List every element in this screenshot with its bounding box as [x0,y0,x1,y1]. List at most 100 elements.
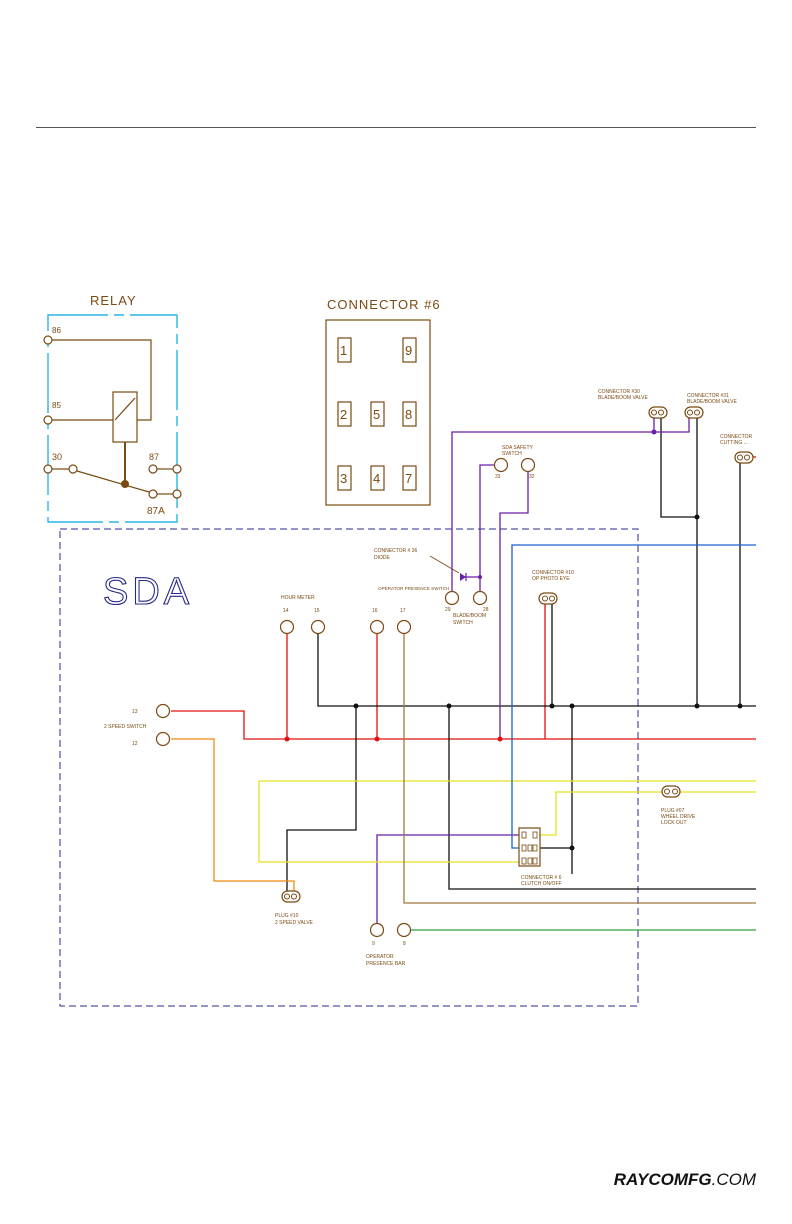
terminal-33 [493,457,509,473]
junction-dot [497,736,503,742]
relay-title: RELAY [90,293,137,308]
blade-boom-switch-label-1: BLADE/BOOM [453,613,486,619]
pin-box-1 [337,337,352,363]
terminal-30-circle [43,464,53,474]
pin-box-4 [370,465,385,491]
pin-box-7 [402,465,417,491]
terminal-28 [472,590,488,606]
photo-eye-label-1: CONNECTOR #10 [532,570,574,576]
pin-label-3: 3 [340,471,347,486]
two-speed-switch-label: 2 SPEED SWITCH [104,724,147,730]
plug-07-label-1: PLUG #07 [661,808,685,814]
junction-dot [737,703,743,709]
terminal-30-label: 30 [52,452,62,462]
junction-dot [694,703,700,709]
terminal-12 [155,731,171,747]
terminal-85-label: 85 [52,401,61,410]
terminal-33-label: 33 [495,474,501,480]
junction-dot [284,736,290,742]
clutch-pin [532,831,538,839]
wire-purple-top [451,413,690,600]
terminal-29-label: 29 [445,607,451,613]
terminal-17-label: 17 [400,608,406,614]
pin-label-5: 5 [373,407,380,422]
connector-31-label-1: CONNECTOR #31 [687,393,729,399]
wire-black-clutch [538,706,573,874]
pin-label-9: 9 [405,343,412,358]
clutch-connector-label-1: CONNECTOR # 6 [521,875,562,881]
wire-purple-safety [463,464,495,600]
coil-wire-86 [52,339,152,421]
diode-symbol [460,573,466,581]
terminal-15-label: 15 [314,608,320,614]
terminal-87-circle [172,464,182,474]
connector-pin [542,595,548,602]
clutch-pin [532,844,538,852]
terminal-14 [279,619,295,635]
hour-meter-label: HOUR METER [281,595,315,601]
terminal-17 [396,619,412,635]
connector-30-label-2: BLADE/BOOM VALVE [598,395,648,401]
connector6-title: CONNECTOR #6 [327,297,441,312]
wire-orange [171,738,295,893]
plug-connectors [281,406,754,903]
terminal-28-label: 28 [483,607,489,613]
operator-bar-label-2: PRESENCE BAR [366,961,406,967]
wire-brown [403,633,756,904]
wire-black-main [317,633,756,707]
connector-pin [658,409,664,416]
connector-pin [672,788,678,795]
terminal-8 [396,922,412,938]
header-rule [36,127,756,128]
junction-dot [569,845,575,851]
plug-07-label-3: LOCK OUT [661,820,687,826]
wire-blue [511,544,756,849]
terminal-86-circle [43,335,53,345]
connector-pin [651,409,657,416]
sda-box [59,528,639,1007]
connector-pin [291,893,297,900]
armature-pivot [121,480,129,488]
sda-safety-label-2: SWITCH [502,451,522,457]
sda-labels: HOUR METER OPERATOR PRESENCE SWITCH 2 SP… [104,389,753,967]
junction-dots [284,429,743,851]
terminal-85-circle [43,415,53,425]
terminal-87-inner-circle [148,464,158,474]
connector-30-label-1: CONNECTOR #30 [598,389,640,395]
clutch-pin [521,857,527,865]
terminal-13 [155,703,171,719]
connector-cutting-label-2: CUTTING ... [720,440,748,446]
connector-36-desc: DIODE [374,555,391,561]
junction-dot [446,703,452,709]
pin-box-9 [402,337,417,363]
clutch-pin [532,857,538,865]
junction-dot [353,703,359,709]
pin-label-7: 7 [405,471,412,486]
connector6-diagram: CONNECTOR #6 1 9 2 5 8 3 4 7 [325,297,441,506]
wire-yellow-clutch [538,791,664,836]
connector-pin [549,595,555,602]
clutch-pin [527,857,533,865]
pin-box-2 [337,401,352,427]
operator-bar-label-1: OPERATOR [366,954,394,960]
connector-31-label-2: BLADE/BOOM VALVE [687,399,737,405]
clutch-connector-label-2: CLUTCH ON/OFF [521,881,562,887]
terminal-13-label: 13 [132,709,138,715]
operator-presence-switch-label: OPERATOR PRESENCE SWITCH [378,586,449,591]
plug-10-desc: 2 SPEED VALVE [275,920,314,926]
relay-coil-diagonal [114,397,136,421]
plug-10-label: PLUG #10 [275,913,299,919]
clutch-pin [521,844,527,852]
pin-label-4: 4 [373,471,380,486]
terminal-12-label: 12 [132,741,138,747]
junction-dot [549,703,555,709]
sda-safety-label-1: SDA SAFETY [502,445,534,451]
terminal-16 [369,619,385,635]
terminal-8-label: 8 [403,941,406,947]
connector6-housing [325,319,431,506]
wire-black-lower [448,706,756,890]
photo-eye-label-2: OP PHOTO EYE [532,576,570,582]
terminal-32 [520,457,536,473]
relay-box [47,314,178,523]
terminal-87a-circle [172,489,182,499]
